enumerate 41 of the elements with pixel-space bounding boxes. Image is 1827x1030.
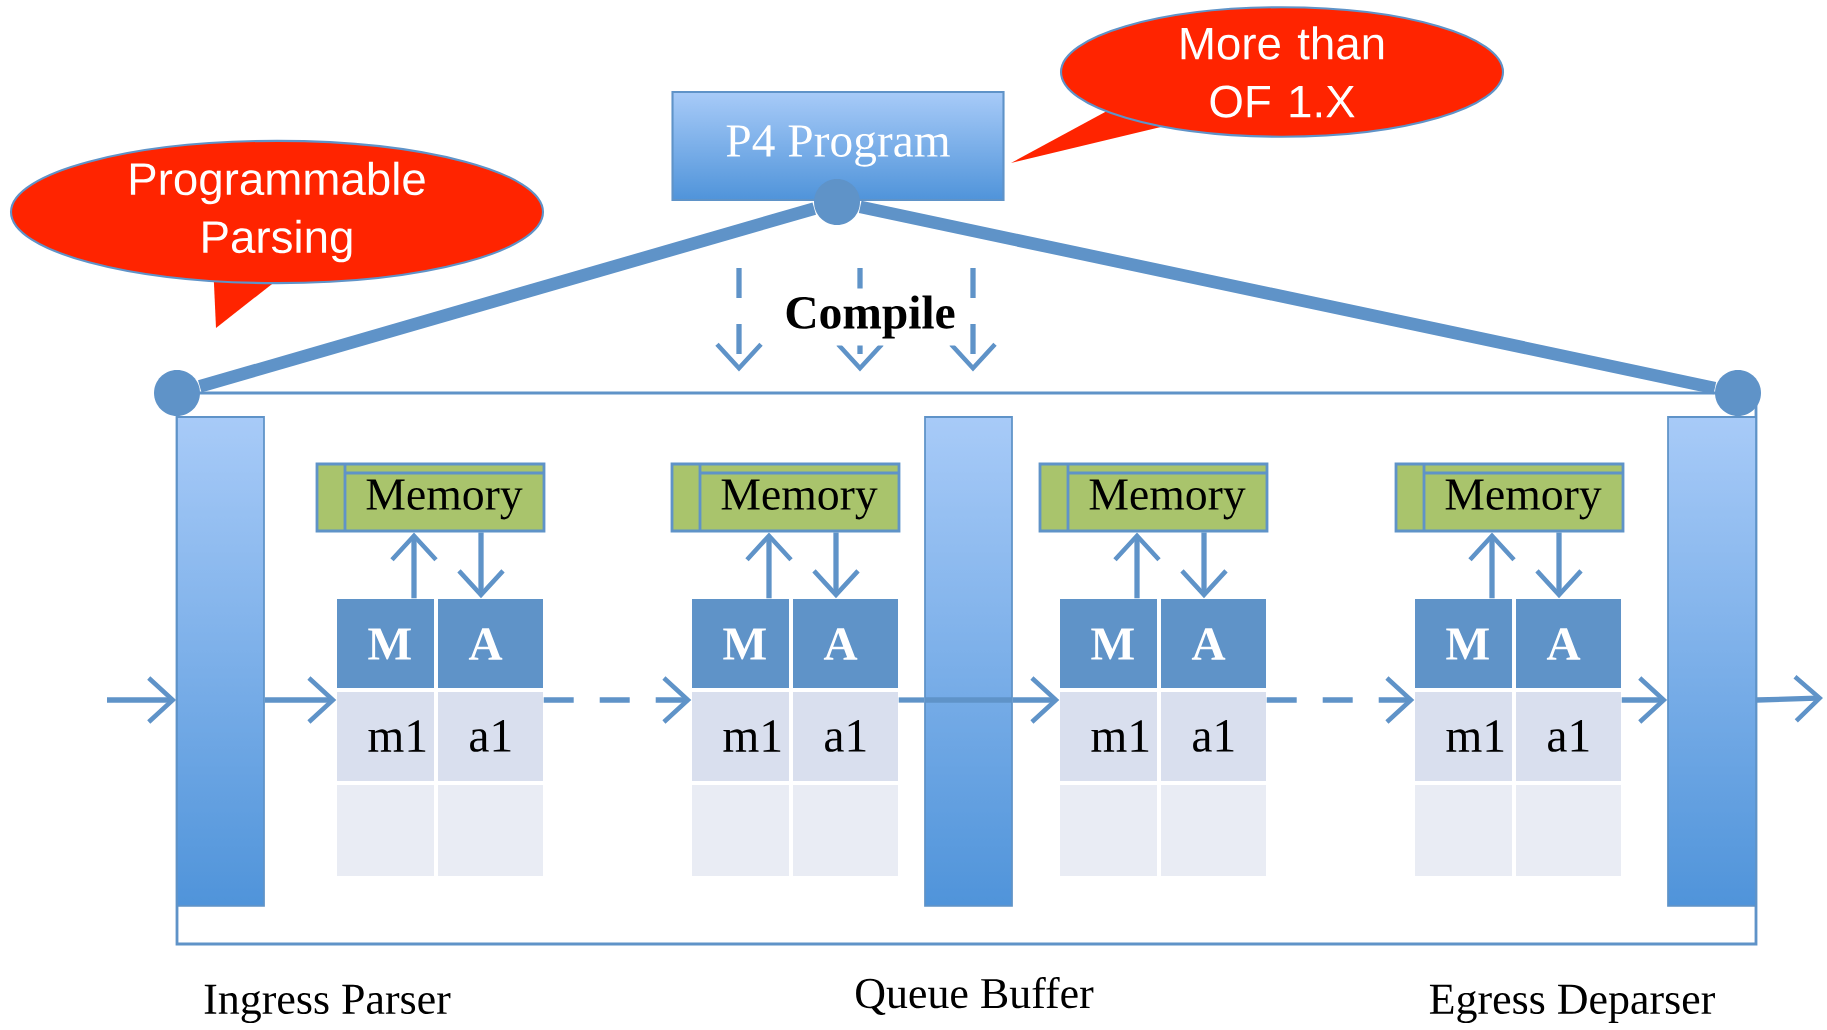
node-label: A	[468, 628, 503, 660]
memory-box: Memory	[1038, 462, 1269, 533]
node-label: a1	[470, 720, 511, 752]
node-label: M	[1446, 628, 1489, 660]
match-action-table: M A m1 a1	[337, 599, 543, 876]
node-label: M	[1091, 628, 1134, 660]
arrow	[543, 676, 692, 724]
junction-dot	[1715, 370, 1761, 416]
connector-line	[898, 697, 925, 703]
match-action-table: M A m1 a1	[1415, 599, 1621, 876]
arrow	[1266, 676, 1415, 724]
node-label: a1	[1548, 720, 1589, 752]
memory-box: Memory	[315, 462, 546, 533]
node-label: a1	[1193, 720, 1234, 752]
node-label: M	[368, 628, 411, 660]
node-label: m1	[1091, 720, 1149, 752]
connector-line	[198, 202, 816, 393]
junction-dot	[814, 179, 860, 225]
switch-frame	[175, 391, 1758, 946]
node-label: A	[1546, 628, 1581, 660]
match-action-table: M A m1 a1	[1060, 599, 1266, 876]
node-label: a1	[825, 720, 866, 752]
speech-bubble: More than OF 1.X	[1011, 6, 1505, 163]
component-label: Ingress Parser	[204, 984, 451, 1024]
compile-label: Compile	[777, 288, 963, 346]
node-label: A	[823, 628, 858, 660]
memory-box: Memory	[670, 462, 901, 533]
node-label: m1	[723, 720, 781, 752]
component-label: Egress Deparser	[1429, 984, 1715, 1024]
component-label: Queue Buffer	[856, 977, 1094, 1015]
program-box: P4 Program	[671, 90, 1005, 202]
arrow	[949, 268, 997, 372]
match-action-table: M A m1 a1	[692, 599, 898, 876]
junction-dot	[154, 370, 200, 416]
node-label: M	[723, 628, 766, 660]
speech-bubble: Programmable Parsing	[9, 139, 545, 328]
node-label: m1	[1446, 720, 1504, 752]
arrow	[715, 268, 763, 372]
memory-box: Memory	[1394, 462, 1625, 533]
node-label: m1	[368, 720, 426, 752]
node-label: A	[1191, 628, 1226, 660]
